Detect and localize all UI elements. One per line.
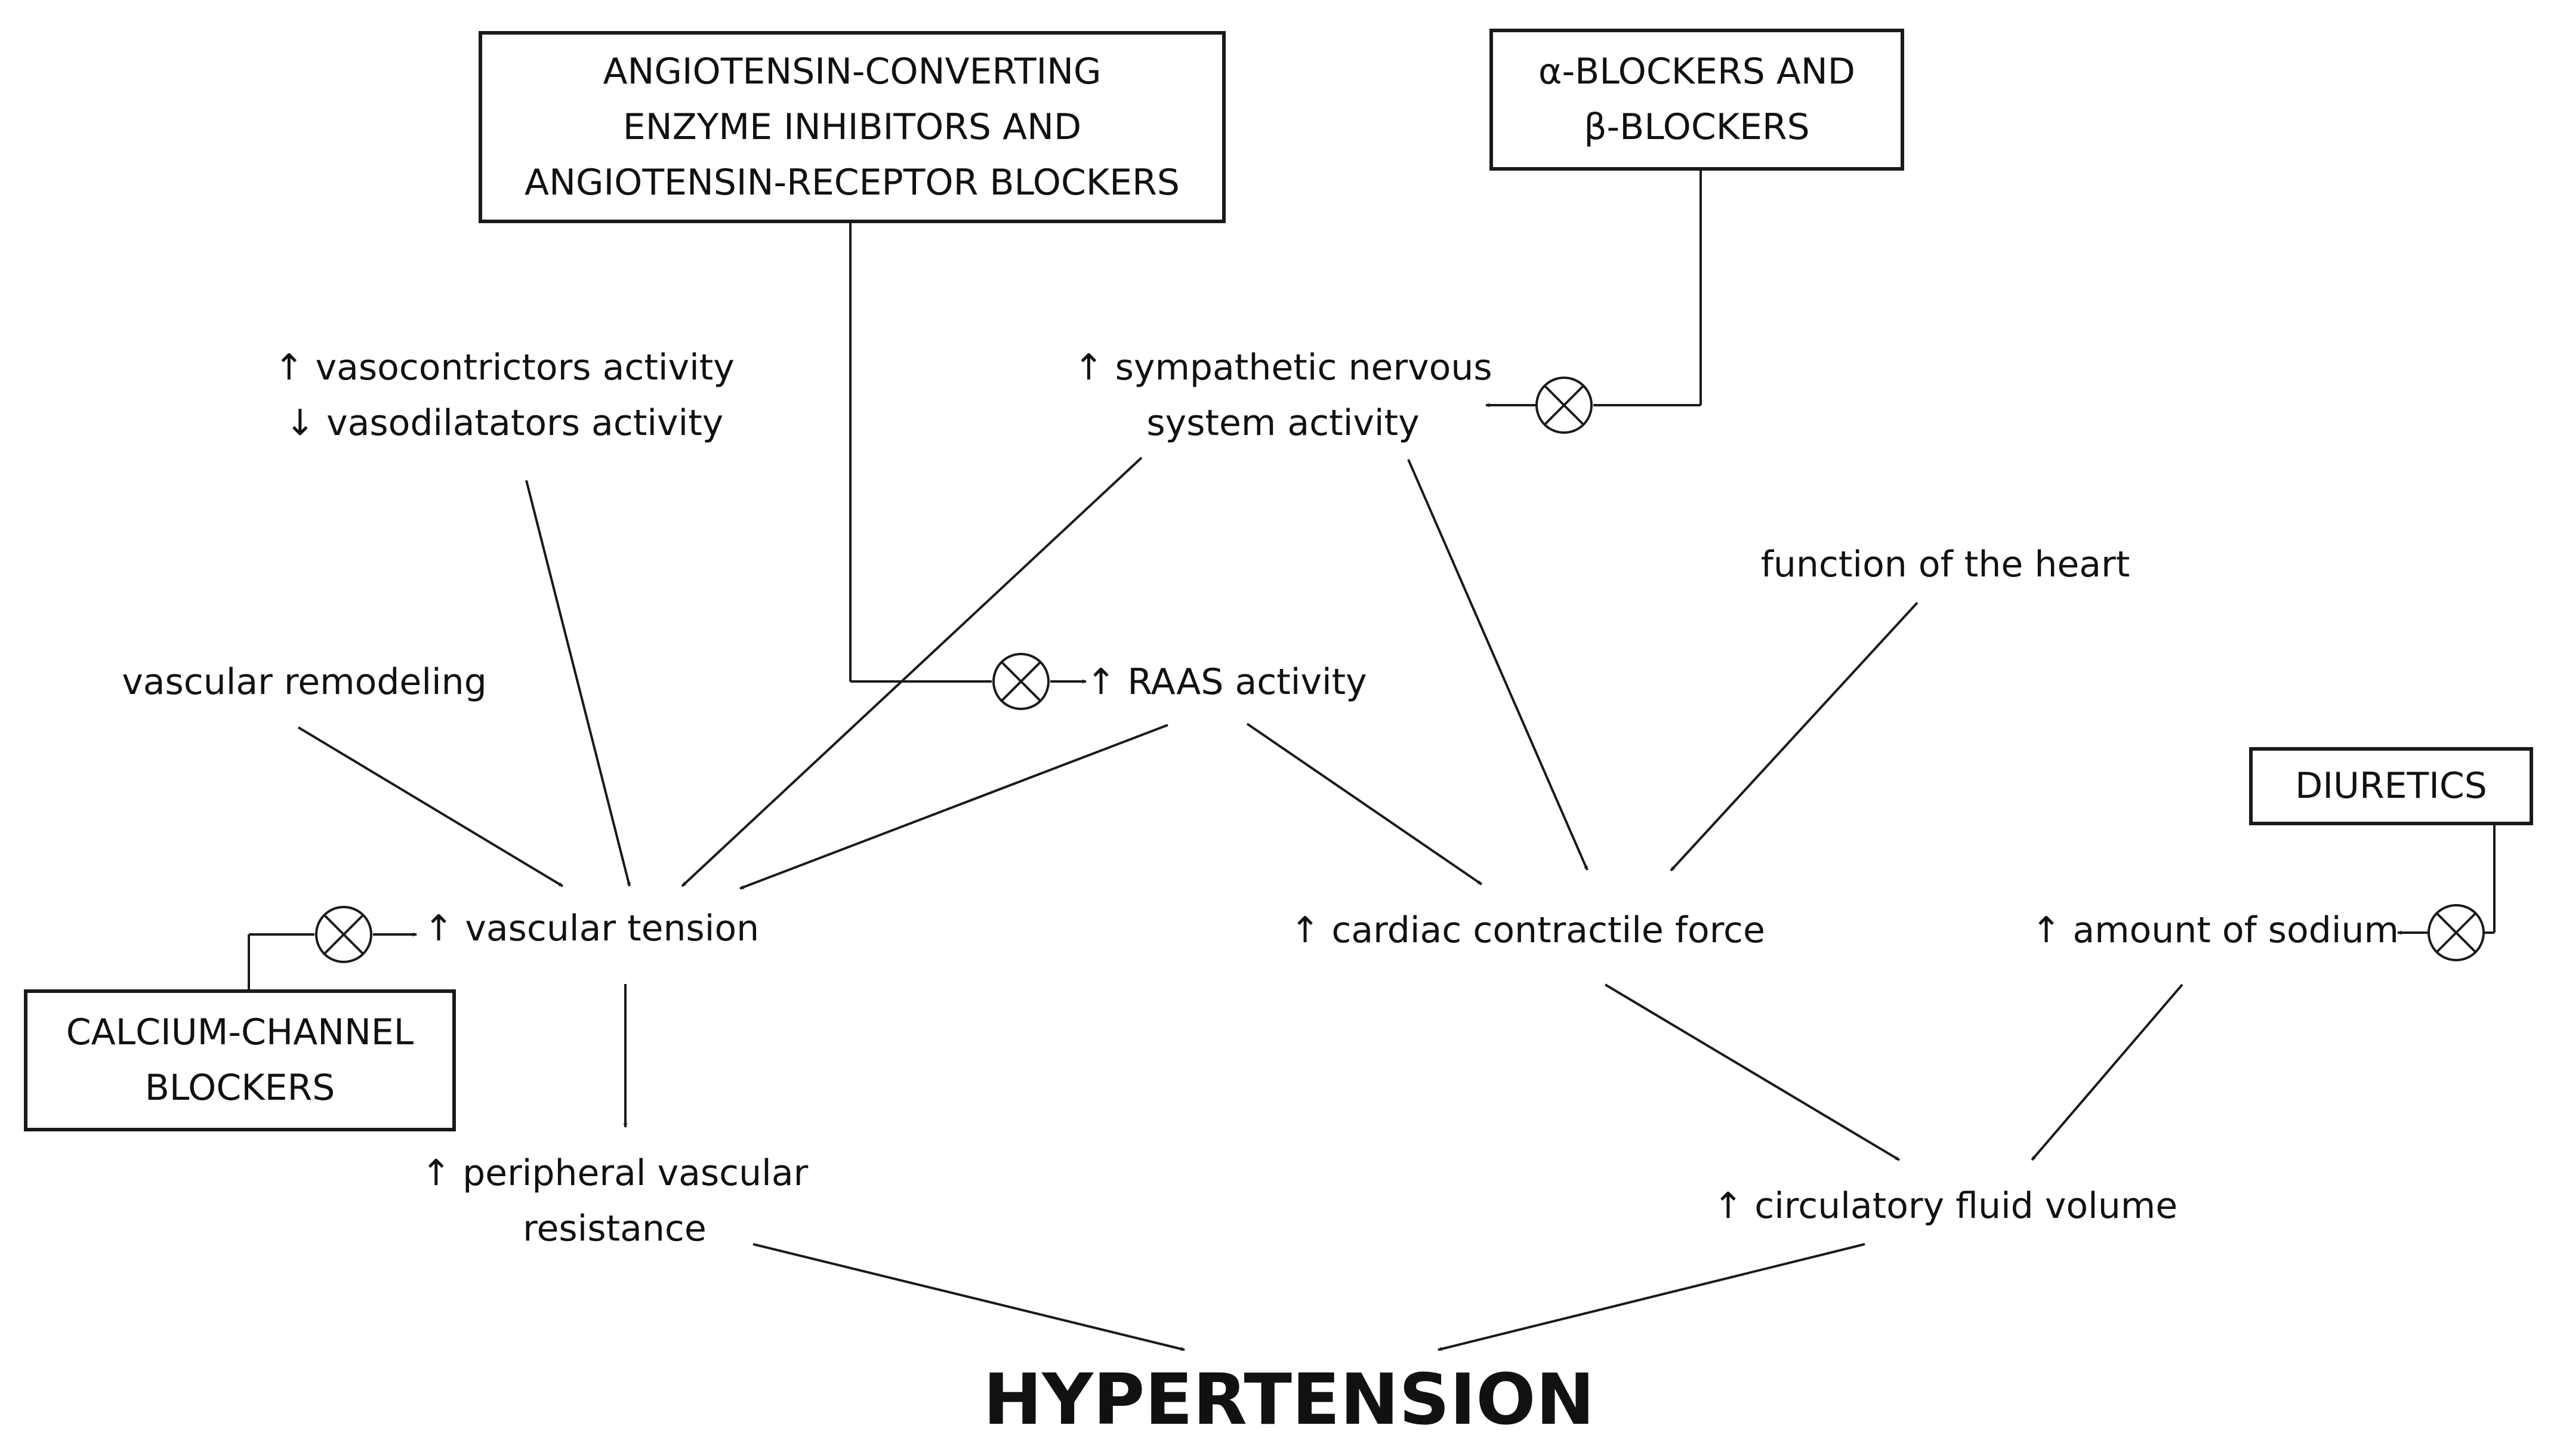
peripheral-resistance-node: ↑ peripheral vascular resistance [370,1146,859,1257]
inhibit-symbol-alpha-beta [1535,377,1593,434]
cardiac-force-label: ↑ cardiac contractile force [1290,909,1765,951]
raas-label: ↑ RAAS activity [1086,661,1367,703]
inhibit-symbol-ace-arb [992,653,1050,710]
heart-function-label: function of the heart [1760,544,2130,585]
fluid-volume-label: ↑ circulatory fluid volume [1713,1185,2178,1227]
alpha-beta-line-1: α-BLOCKERS AND [1538,51,1855,92]
fluid-volume-node: ↑ circulatory fluid volume [1677,1179,2214,1234]
arrow-heart-to-cardiac [1670,601,1918,872]
vascular-remodeling-node: vascular remodeling [95,655,513,710]
sympathetic-line-1: ↑ sympathetic nervous [1074,347,1492,388]
diuretics-label: DIURETICS [2295,765,2487,807]
sympathetic-line-2: system activity [1146,402,1420,444]
arrow-raas-to-tension [739,724,1168,890]
ace-arb-box: ANGIOTENSIN-CONVERTING ENZYME INHIBITORS… [479,31,1226,223]
vasoconstrictors-line: ↑ vasocontrictors activity [274,347,735,388]
sodium-node: ↑ amount of sodium [1987,903,2399,958]
arrow-cardiac-to-volume [1604,983,1901,1161]
hypertension-title: HYPERTENSION [983,1358,1595,1440]
sympathetic-node: ↑ sympathetic nervous system activity [1050,340,1516,451]
vasodilatators-line: ↓ vasodilatators activity [285,402,724,444]
alpha-beta-blockers-box: α-BLOCKERS AND β-BLOCKERS [1489,29,1904,171]
diuretics-box: DIURETICS [2249,747,2533,825]
vasoactivity-node: ↑ vasocontrictors activity ↓ vasodilatat… [251,340,758,451]
heart-function-node: function of the heart [1719,537,2172,593]
arrow-volume-to-hypertension [1438,1243,1865,1351]
calcium-line-2: BLOCKERS [144,1067,335,1109]
peripheral-resistance-line-1: ↑ peripheral vascular [421,1152,809,1194]
cardiac-force-node: ↑ cardiac contractile force [1259,903,1796,958]
raas-node: ↑ RAAS activity [1086,655,1396,710]
arrow-sympathetic-to-cardiac [1407,459,1589,871]
alpha-beta-line-2: β-BLOCKERS [1584,106,1810,148]
ace-arb-line-3: ANGIOTENSIN-RECEPTOR BLOCKERS [525,161,1180,203]
arrow-sodium-to-volume [2031,983,2183,1161]
vascular-tension-node: ↑ vascular tension [424,901,806,957]
vascular-tension-label: ↑ vascular tension [424,908,760,949]
inhibit-symbol-calcium [315,906,372,963]
inhibit-symbol-diuretics [2428,904,2485,961]
arrow-sympathetic-to-tension [681,456,1143,887]
vascular-remodeling-label: vascular remodeling [122,661,487,703]
ace-arb-line-1: ANGIOTENSIN-CONVERTING [603,50,1102,92]
arrow-raas-to-cardiac [1246,723,1483,886]
peripheral-resistance-line-2: resistance [523,1208,707,1250]
arrow-vasoactivity-to-tension [525,480,631,887]
arrow-remodeling-to-tension [297,726,564,887]
sodium-label: ↑ amount of sodium [2031,909,2399,951]
calcium-channel-blockers-box: CALCIUM-CHANNEL BLOCKERS [24,989,456,1131]
ace-arb-line-2: ENZYME INHIBITORS AND [622,106,1082,148]
arrow-resistance-to-hypertension [752,1243,1185,1351]
calcium-line-1: CALCIUM-CHANNEL [66,1011,414,1053]
